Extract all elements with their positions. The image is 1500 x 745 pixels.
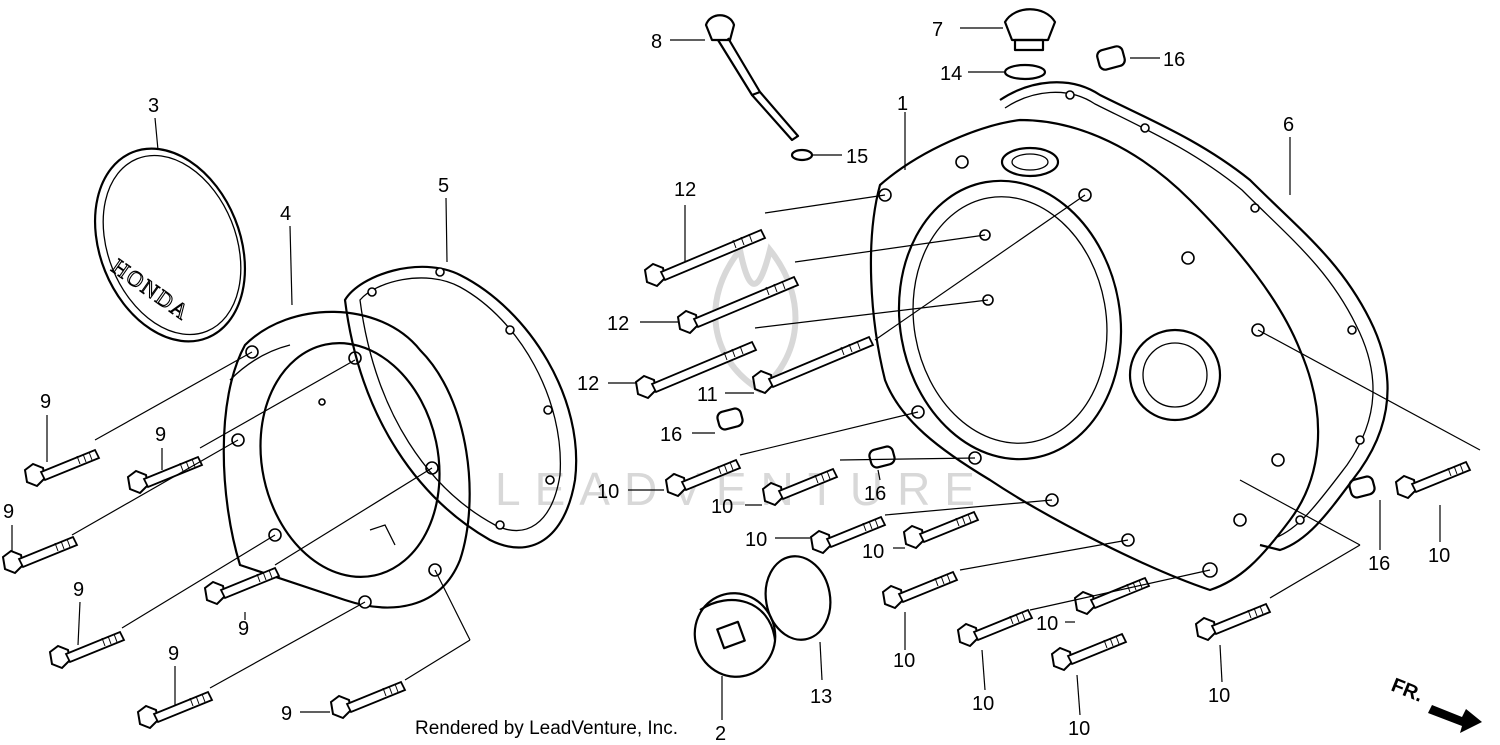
bolt-10i (1195, 603, 1271, 641)
callout-10-c: 10 (745, 529, 767, 551)
callout-9-f: 9 (168, 643, 179, 665)
callout-10-b: 10 (711, 496, 733, 518)
callout-10-e: 10 (893, 650, 915, 672)
callout-7: 7 (932, 19, 943, 41)
front-arrow-icon (1428, 705, 1482, 733)
callout-12-middle: 12 (607, 313, 629, 335)
callout-9-g: 9 (281, 703, 292, 725)
bolt-9g (330, 681, 406, 719)
crankcase-cover-part-1 (869, 118, 1320, 592)
emblem-cover-part-3: HONDA (93, 147, 247, 343)
bolt-10g (1074, 577, 1150, 615)
watermark-text: LEADVENTURE (495, 463, 989, 515)
bolt-9a (24, 449, 100, 487)
callout-15: 15 (846, 146, 868, 168)
callout-9-c: 9 (3, 501, 14, 523)
bolt-11 (752, 336, 874, 394)
callout-10-d: 10 (862, 541, 884, 563)
bolt-9b (127, 456, 203, 494)
callout-10-a: 10 (597, 481, 619, 503)
callout-16-right: 16 (1368, 553, 1390, 575)
bolt-10f (957, 609, 1033, 647)
callout-16-left: 16 (660, 424, 682, 446)
callout-4: 4 (280, 203, 291, 225)
front-direction-label: FR. (1388, 674, 1426, 706)
callout-12-top: 12 (674, 179, 696, 201)
callout-9-a: 9 (40, 391, 51, 413)
callout-10-g: 10 (1036, 613, 1058, 635)
o-ring-part-14 (1003, 63, 1047, 81)
callout-8: 8 (651, 31, 662, 53)
callout-6: 6 (1283, 114, 1294, 136)
bolt-10d (903, 511, 979, 549)
callout-10-i: 10 (1208, 685, 1230, 707)
gasket-part-5 (343, 265, 578, 549)
callout-10-f: 10 (972, 693, 994, 715)
gasket-part-6 (999, 81, 1389, 552)
dipstick-part-8 (704, 14, 800, 142)
callout-1: 1 (897, 93, 908, 115)
honda-emblem-text: HONDA (107, 254, 195, 326)
callout-16-top: 16 (1163, 49, 1185, 71)
dowel-pin-16a (1096, 45, 1126, 71)
callout-2: 2 (715, 723, 726, 745)
callout-12-bottom: 12 (577, 373, 599, 395)
front-direction-indicator: FR. (1388, 674, 1482, 733)
bolt-10h (1051, 633, 1127, 671)
callout-13: 13 (810, 686, 832, 708)
callout-10-h: 10 (1068, 718, 1090, 740)
callout-3: 3 (148, 95, 159, 117)
render-credit: Rendered by LeadVenture, Inc. (415, 718, 678, 739)
callout-11: 11 (697, 384, 718, 406)
callout-16-middle: 16 (864, 483, 886, 505)
watermark-logo (712, 243, 799, 394)
callout-numbers: 3 4 5 6 1 7 8 14 16 15 12 12 12 11 16 10… (3, 19, 1450, 745)
dowel-pin-16b (716, 407, 744, 431)
bolt-9e (49, 631, 125, 669)
leader-lines (11, 27, 1481, 720)
bolt-10j (1395, 461, 1471, 499)
bolt-9c (2, 536, 78, 574)
callout-10-j: 10 (1428, 545, 1450, 567)
callout-9-b: 9 (155, 424, 166, 446)
callout-9-e: 9 (238, 618, 249, 640)
callout-9-d: 9 (73, 579, 84, 601)
outer-cover-part-4 (222, 310, 471, 609)
filler-cap-part-7 (1003, 8, 1057, 52)
bolt-9d (204, 567, 280, 605)
bolt-10e (882, 571, 958, 609)
plug-cap-part-2 (693, 592, 777, 678)
washer-part-15 (790, 148, 814, 162)
dowel-pin-16d (1348, 475, 1376, 499)
callout-14: 14 (940, 63, 962, 85)
callout-5: 5 (438, 175, 449, 197)
o-ring-part-13 (764, 555, 832, 641)
